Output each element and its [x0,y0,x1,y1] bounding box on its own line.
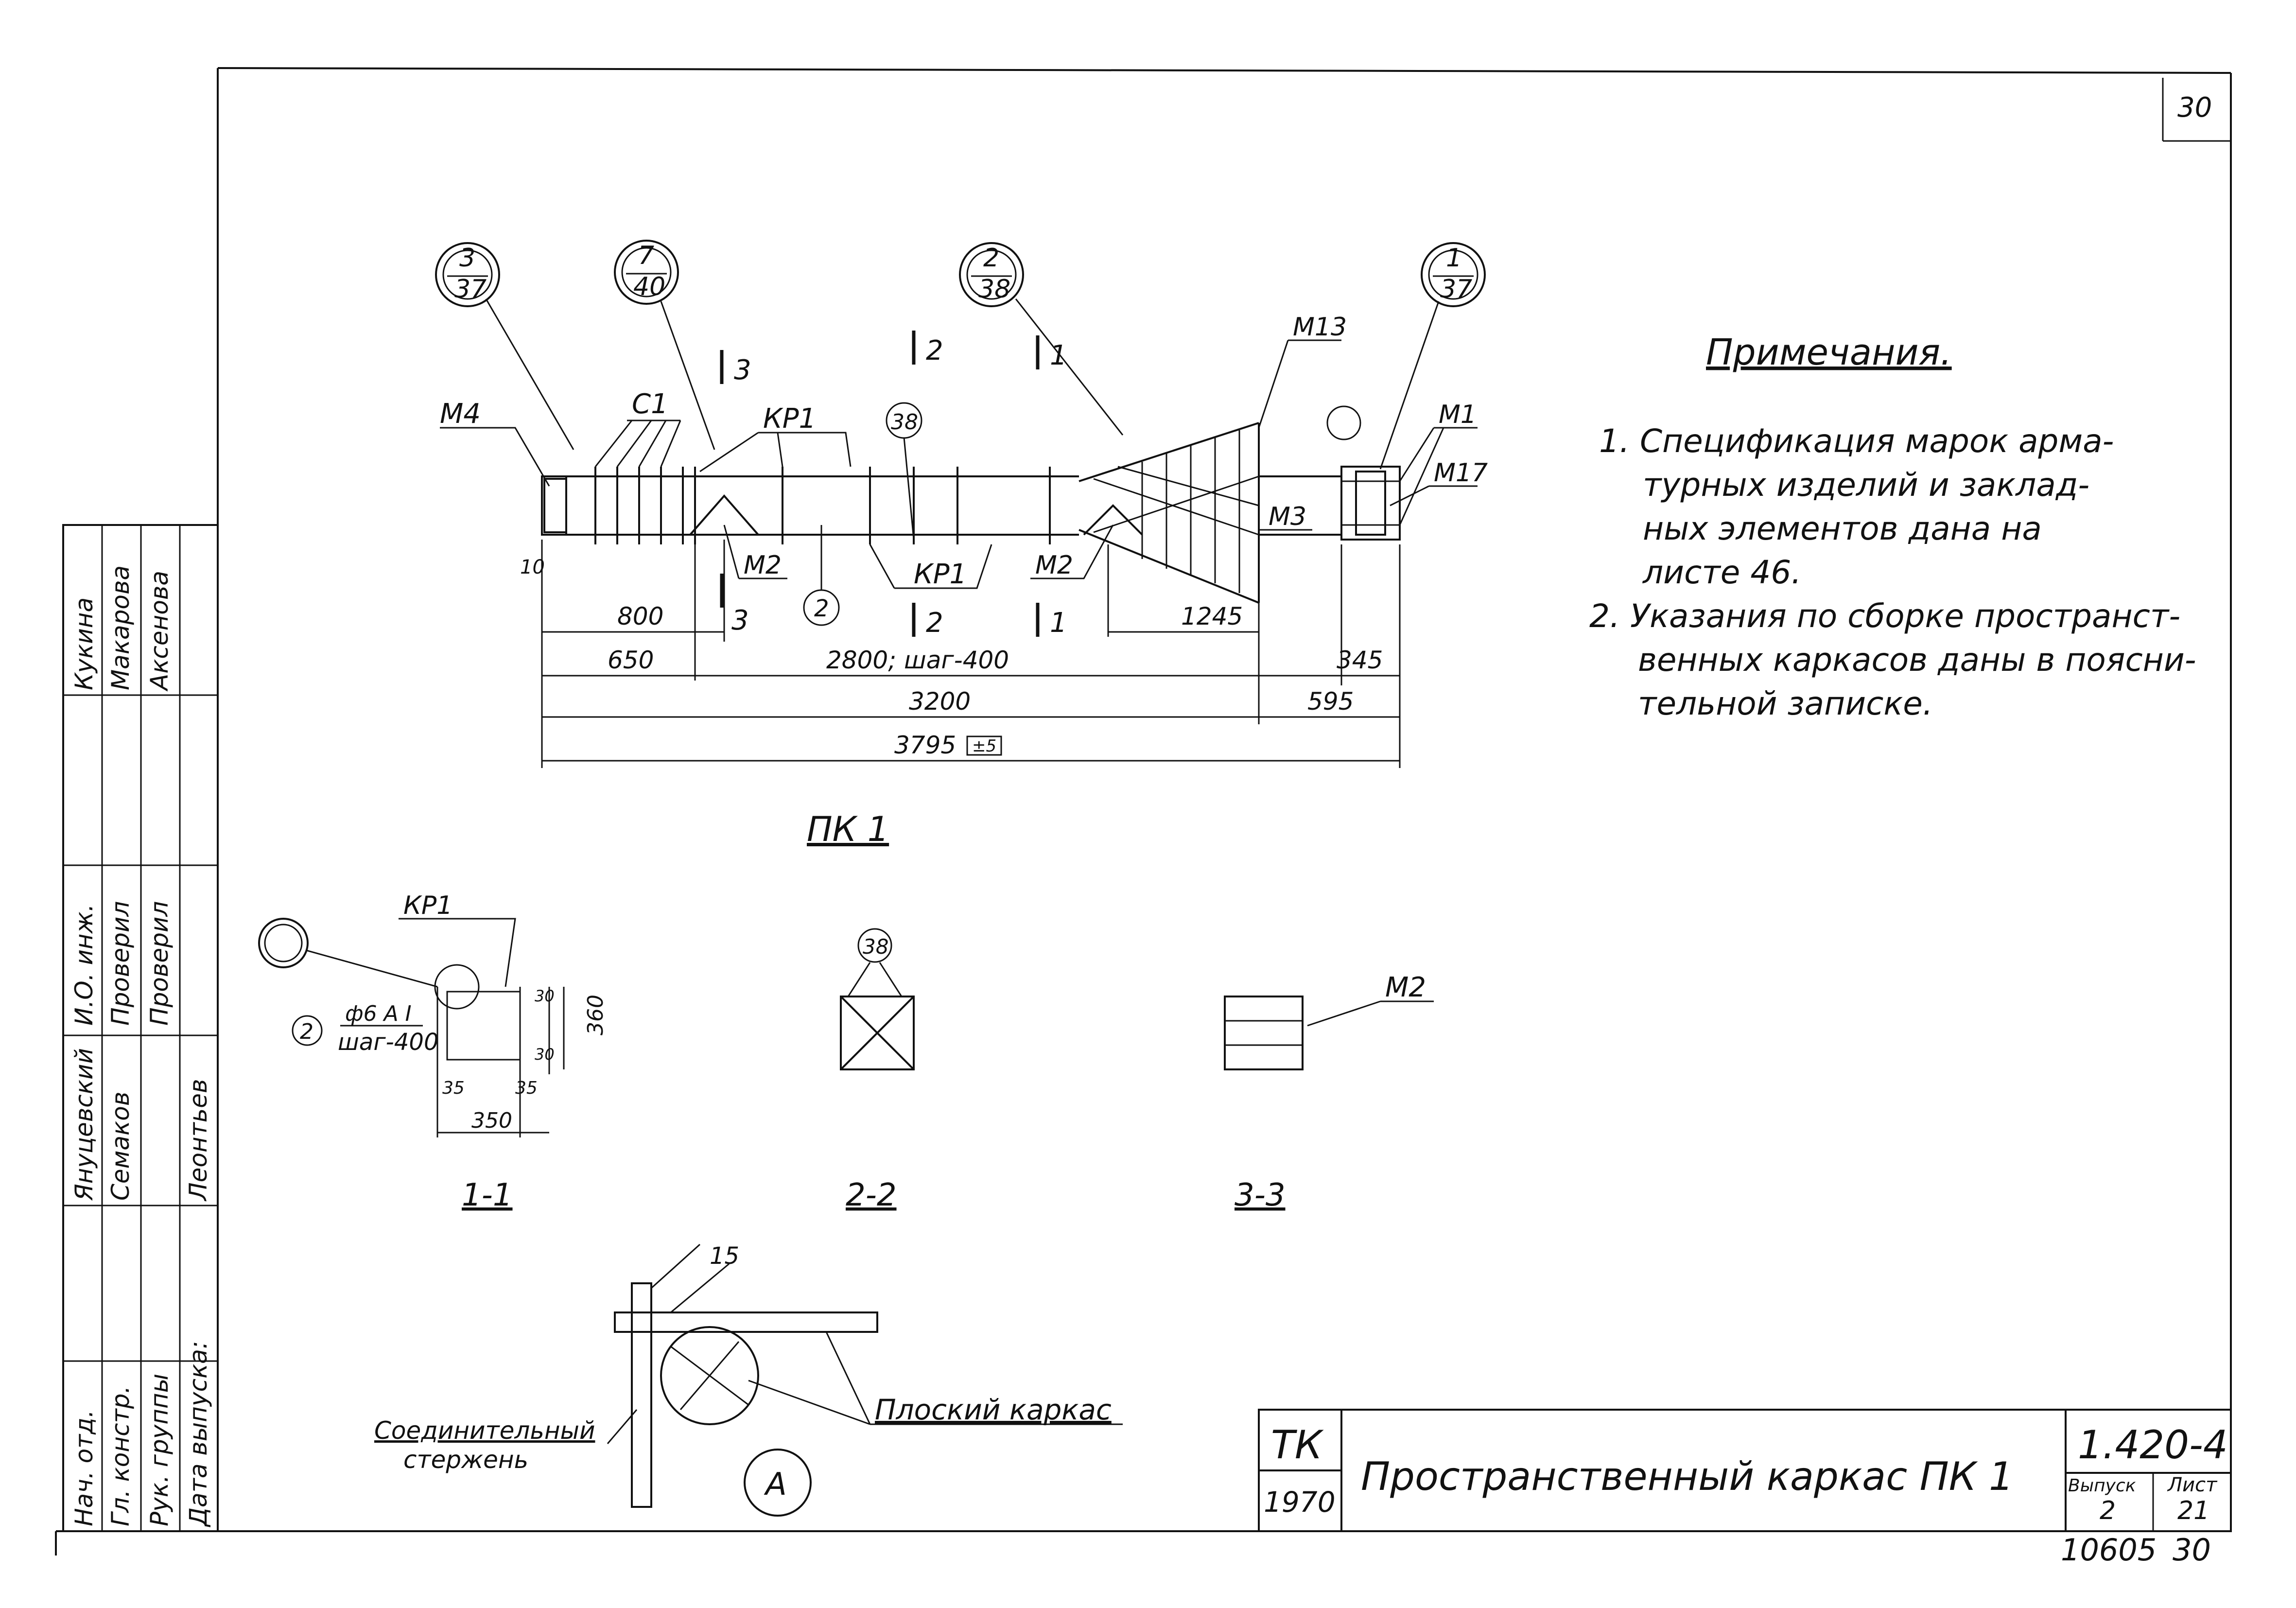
section11-bar: ф6 А I [345,1001,412,1026]
dim-650: 650 [608,646,654,674]
section-2-2: 38 2-2 [840,928,915,1213]
callout-4-top: 1 [1446,244,1462,273]
stamp-name-4: Кукина [70,597,98,690]
section11-step: шаг-400 [338,1029,439,1056]
cut-1-bottom: 1 [1050,607,1067,639]
title-org: ТК [1271,1422,1324,1468]
label-c1: С1 [632,388,668,420]
sheet-frame: 30 [55,67,2232,1556]
stamp-role-4: И.О. инж. [70,904,98,1026]
section11-d35b: 35 [515,1078,538,1098]
label-m3: М3 [1269,502,1306,531]
label-m4: М4 [440,398,481,430]
cut-3-bottom: 3 [731,605,749,636]
label-m17: М17 [1434,458,1488,488]
corner-sheet-number: 30 [2177,92,2212,123]
stamp-name-2: Семаков [106,1092,135,1201]
section11-d35a: 35 [442,1078,465,1098]
detail-flat-frame: Плоский каркас [875,1393,1112,1426]
callout-3-top: 2 [983,244,999,273]
stamp-name-3: Леонтьев [184,1079,212,1202]
section11-title: 1-1 [462,1177,513,1213]
note-1-line-1: 1. Спецификация марок арма- [1599,422,2114,460]
title-sheet: 21 [2177,1496,2209,1525]
left-stamp: Нач. отд. Гл. констр. Рук. группы Дата в… [62,524,219,1532]
callout-38: 38 [891,410,918,435]
callout-1-bottom: 37 [454,275,487,304]
stamp-date: Дата выпуска: [184,1341,212,1527]
stamp-name-6: Аксенова [145,571,174,692]
label-m13: М13 [1293,313,1347,342]
stamp-role-3: Рук. группы [145,1374,174,1526]
detail-a: 15 Плоский каркас Соединительный стержен… [374,1242,1123,1517]
title-sheet-label: Лист [2167,1474,2218,1496]
note-1-line-2: турных изделий и заклад- [1643,466,2089,504]
dim-800: 800 [617,602,663,630]
archive-sheet: 30 [2173,1532,2211,1568]
section33-title: 3-3 [1235,1177,1286,1213]
dim-3200: 3200 [909,687,971,716]
gap-10: 10 [520,556,545,578]
dim-3795: 3795 [894,731,956,759]
elevation-title: ПК 1 [807,809,889,849]
cut-2-bottom: 2 [926,607,943,639]
detail-a-label: А [764,1467,787,1503]
section22-title: 2-2 [846,1177,897,1213]
detail-conn-rod-1: Соединительный [374,1416,595,1445]
note-1-line-3: ных элементов дана на [1643,510,2042,547]
dim-1245: 1245 [1181,602,1243,630]
label-kp1-bottom: КР1 [914,559,967,590]
dim-tolerance: ±5 [972,736,996,756]
notes-title: Примечания. [1706,332,1952,373]
title-series: 1.420-4 [2078,1422,2228,1468]
stamp-name-5: Макарова [106,565,135,690]
section33-m2: М2 [1385,972,1426,1003]
section11-callout-2: 2 [300,1019,313,1044]
title-main: Пространственный каркас ПК 1 [1361,1454,2014,1499]
section11-d30a: 30 [535,987,555,1005]
dim-595: 595 [1307,687,1354,716]
stamp-name-1: Януцевский [70,1048,98,1201]
callout-2-top: 7 [638,241,654,270]
callout-2-bottom: 40 [633,272,665,301]
label-m2-right: М2 [1035,551,1073,580]
cut-2-top: 2 [926,335,943,367]
callout-1-top: 3 [459,244,475,273]
stamp-role-6: Проверил [145,901,174,1026]
elevation-view: 3 37 7 40 2 38 1 37 38 2 М4 С1 [435,240,1488,849]
stamp-role-5: Проверил [106,901,135,1026]
section22-callout-38: 38 [863,935,888,959]
section11-d350: 350 [471,1108,512,1133]
detail-conn-rod-2: стержень [403,1446,528,1474]
section11-kp1: КР1 [403,891,452,920]
note-2-line-2: венных каркасов даны в поясни- [1638,641,2196,679]
label-kp1-top: КР1 [763,403,816,435]
note-1-line-4: листе 46. [1642,554,1801,591]
detail-dim-15: 15 [710,1242,739,1270]
label-m2-left: М2 [744,551,782,580]
section11-d30b: 30 [535,1045,555,1064]
dim-345: 345 [1337,646,1383,674]
label-m1: М1 [1439,400,1477,429]
stamp-role-2: Гл. констр. [106,1386,135,1526]
dim-2800: 2800; шаг-400 [826,646,1009,674]
title-block: ТК 1970 Пространственный каркас ПК 1 1.4… [1258,1409,2232,1568]
callout-3-bottom: 38 [978,275,1010,304]
callout-4-bottom: 37 [1440,275,1472,304]
cut-1-top: 1 [1050,340,1067,371]
title-year: 1970 [1264,1486,1336,1519]
section-1-1: КР1 2 ф6 А I шаг-400 30 30 360 35 35 350… [258,891,608,1213]
section11-d360: 360 [583,995,608,1035]
stamp-role-1: Нач. отд. [70,1410,98,1526]
note-2-line-1: 2. Указания по сборке пространст- [1589,597,2180,635]
notes-block: Примечания. 1. Спецификация марок арма- … [1589,332,2196,722]
title-issue-label: Выпуск [2068,1476,2136,1496]
callout-2-plain: 2 [814,595,829,622]
section-3-3: М2 3-3 [1224,972,1434,1213]
title-issue: 2 [2100,1496,2116,1525]
note-2-line-3: тельной записке. [1638,685,1933,722]
archive-number: 10605 [2061,1532,2157,1568]
cut-3-top: 3 [734,354,751,386]
